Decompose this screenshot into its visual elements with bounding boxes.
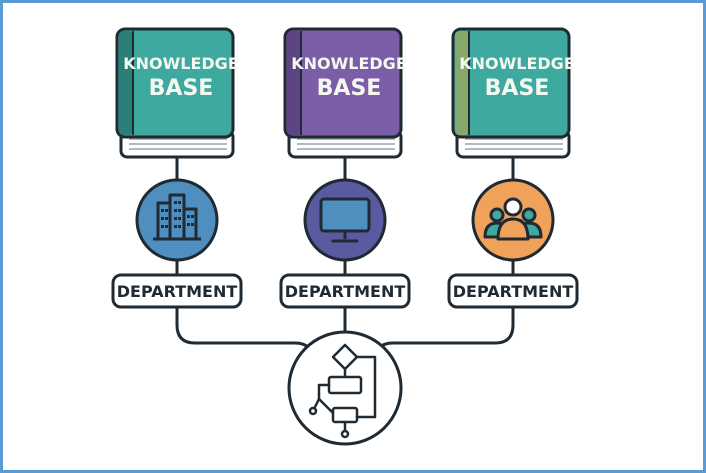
book-1-line2: BASE <box>149 76 214 101</box>
book-2: KNOWLEDGE BASE <box>283 27 407 159</box>
central-hub <box>287 330 403 446</box>
department-label-1-text: DEPARTMENT <box>117 282 238 301</box>
department-circle-2 <box>303 178 387 262</box>
department-label-2-text: DEPARTMENT <box>285 282 406 301</box>
department-circle-1 <box>135 178 219 262</box>
knowledge-diagram: KNOWLEDGE BASE KNOWLEDGE BASE KNOWLEDGE … <box>111 27 579 446</box>
book-1-line1: KNOWLEDGE <box>123 54 239 73</box>
book-2-line2: BASE <box>317 76 382 101</box>
book-1: KNOWLEDGE BASE <box>115 27 239 159</box>
connector-left <box>175 305 315 363</box>
department-circle-3 <box>471 178 555 262</box>
book-2-line1: KNOWLEDGE <box>291 54 407 73</box>
workflow-icon <box>308 343 377 439</box>
building-icon <box>153 193 201 241</box>
people-icon <box>483 197 543 241</box>
department-label-3-text: DEPARTMENT <box>453 282 574 301</box>
department-label-1: DEPARTMENT <box>111 273 243 309</box>
book-3: KNOWLEDGE BASE <box>451 27 575 159</box>
department-label-2: DEPARTMENT <box>279 273 411 309</box>
monitor-icon <box>319 197 371 243</box>
department-label-3: DEPARTMENT <box>447 273 579 309</box>
book-3-line2: BASE <box>485 76 550 101</box>
connector-right <box>373 305 515 363</box>
book-3-line1: KNOWLEDGE <box>459 54 575 73</box>
